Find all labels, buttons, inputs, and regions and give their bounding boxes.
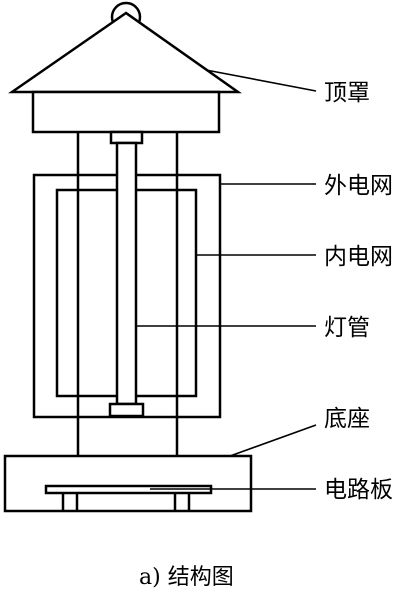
label-inner-grid: 内电网 — [324, 244, 393, 270]
lamp-tube — [115, 141, 138, 406]
base — [3, 454, 253, 513]
label-outer-grid: 外电网 — [324, 173, 393, 199]
top-cover-body — [31, 90, 221, 134]
lamp-cap-bottom — [108, 402, 145, 418]
label-circuit-board: 电路板 — [324, 477, 393, 503]
top-cover-roof — [8, 11, 242, 94]
label-top-cover: 顶罩 — [324, 80, 370, 106]
lamp-cap-top — [109, 130, 144, 145]
label-base: 底座 — [324, 406, 370, 432]
label-lamp-tube: 灯管 — [324, 315, 370, 341]
leader-top-cover — [205, 69, 317, 92]
leader-base — [229, 424, 317, 457]
figure-caption: a) 结构图 — [139, 565, 234, 590]
